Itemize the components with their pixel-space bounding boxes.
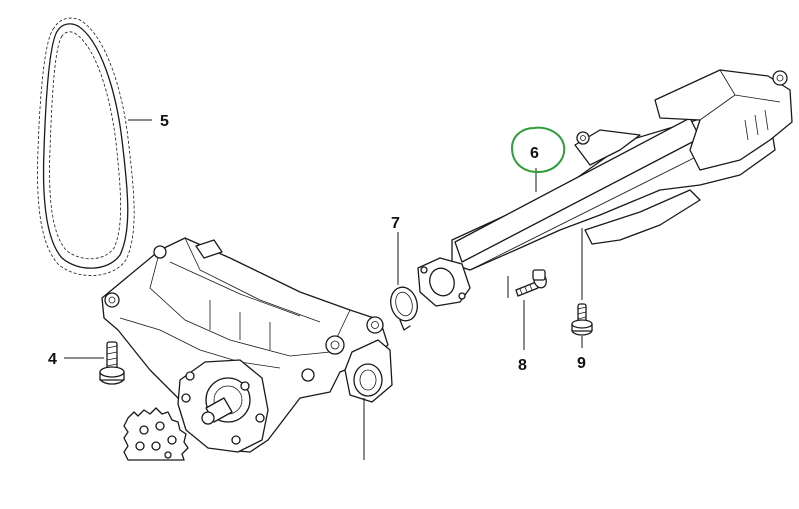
callout-5[interactable]: 5 (160, 113, 169, 130)
pump-sprocket[interactable] (123, 407, 189, 461)
bolt-8[interactable] (515, 269, 548, 297)
callout-6[interactable]: 6 (530, 145, 539, 162)
timing-chain[interactable] (37, 17, 135, 276)
callout-4[interactable]: 4 (48, 351, 57, 368)
bolt-4[interactable] (99, 341, 125, 385)
pump-drive-assembly[interactable] (177, 359, 269, 453)
callout-7[interactable]: 7 (391, 215, 400, 232)
callout-6-highlight (510, 126, 566, 174)
o-ring-7[interactable] (387, 284, 421, 331)
oil-pump-housing[interactable] (101, 237, 393, 453)
callout-8[interactable]: 8 (518, 357, 527, 374)
callout-9[interactable]: 9 (577, 355, 586, 372)
bolt-9[interactable] (571, 303, 593, 336)
oil-pickup-pipe-6[interactable] (417, 69, 793, 307)
